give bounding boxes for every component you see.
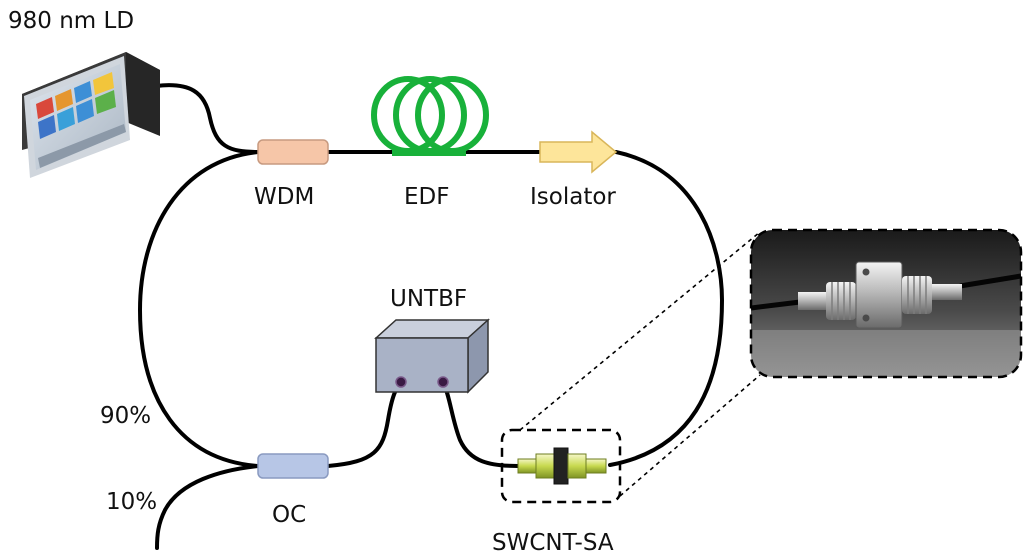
wdm-coupler xyxy=(257,139,329,165)
untbf-port-right xyxy=(437,376,449,388)
ld-bottom-strip xyxy=(38,124,126,168)
untbf-label: UNTBF xyxy=(390,286,467,312)
fiber-oc-to-untbf xyxy=(326,380,403,468)
ld-tile xyxy=(95,90,116,114)
swcnt-sa-connector xyxy=(517,447,607,485)
oc-coupler xyxy=(257,453,329,479)
untbf-front xyxy=(375,337,469,393)
fiber-ld-to-wdm xyxy=(154,83,260,154)
ld-side xyxy=(126,52,160,136)
fiber-untbf-to-sa xyxy=(441,380,520,468)
laser-diode-980nm xyxy=(22,52,160,178)
ld-tile xyxy=(74,81,92,103)
untbf-port-left xyxy=(395,376,407,388)
untbf-box xyxy=(374,318,490,394)
fiber-wdm-to-oc xyxy=(138,150,260,468)
ld-label: 980 nm LD xyxy=(8,8,134,34)
isolator-label: Isolator xyxy=(530,184,616,210)
edf-coil xyxy=(371,76,489,156)
wdm-label: WDM xyxy=(254,184,314,210)
zoom-line-bottom xyxy=(619,374,761,497)
split-90-label: 90% xyxy=(100,403,151,429)
edf-label: EDF xyxy=(404,184,449,210)
zoom-line-top xyxy=(519,231,761,431)
ld-tile xyxy=(36,97,54,119)
ld-tile xyxy=(93,72,114,95)
sa-photo-inset xyxy=(749,228,1023,379)
split-10-label: 10% xyxy=(106,489,157,515)
photo-frame xyxy=(749,228,1023,379)
ld-tile xyxy=(38,115,56,139)
sa-highlight-box xyxy=(500,428,622,504)
ld-tile xyxy=(76,99,94,123)
sa-label: SWCNT-SA xyxy=(492,530,614,556)
isolator-arrow xyxy=(539,130,618,174)
ld-tile xyxy=(57,107,75,131)
fiber-isolator-to-sa xyxy=(608,150,724,467)
fiber-output-10 xyxy=(155,464,260,550)
oc-label: OC xyxy=(272,502,306,528)
ld-tile xyxy=(55,89,73,111)
